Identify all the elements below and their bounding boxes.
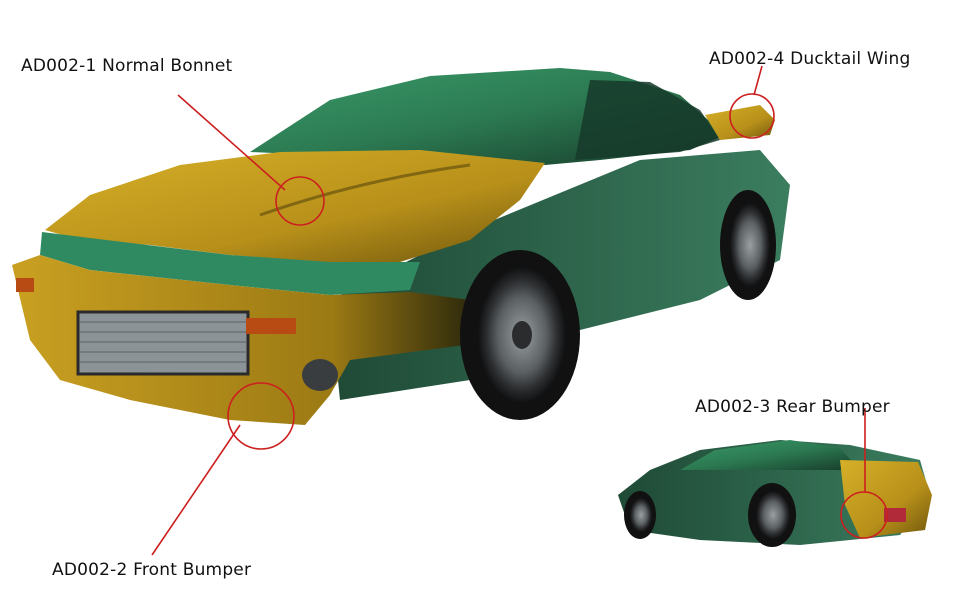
bonnet-crease: [259, 163, 471, 217]
ducktail-leader-line: [753, 65, 763, 96]
rear-car-front-wheel: [624, 491, 656, 539]
ducktail-wing-label: AD002-4 Ducktail Wing: [709, 49, 911, 69]
bonnet-leader-line: [177, 94, 286, 191]
bonnet-callout-circle: [275, 176, 325, 226]
grille: [76, 310, 250, 376]
rear-bumper-callout-circle: [840, 491, 888, 539]
front-bumper-label: AD002-2 Front Bumper: [52, 560, 252, 580]
fog-light: [302, 359, 338, 391]
bonnet: [45, 150, 545, 262]
rear-car-roof: [680, 440, 860, 470]
right-indicator: [246, 318, 296, 334]
rear-car-rear-wheel: [748, 483, 796, 547]
callouts: [151, 65, 888, 556]
rear-car-bumper: [840, 460, 932, 538]
rear-wheel: [720, 190, 776, 300]
headlight-strip: [40, 232, 420, 295]
front-bumper-leader-line: [151, 424, 241, 556]
front-wheel: [460, 250, 580, 420]
rear-view-car: [618, 440, 932, 547]
rear-car-plate: [884, 508, 906, 522]
left-indicator: [16, 278, 34, 292]
rear-bumper-label: AD002-3 Rear Bumper: [695, 397, 890, 417]
bonnet-label: AD002-1 Normal Bonnet: [21, 56, 233, 76]
front-bumper-callout-circle: [227, 382, 295, 450]
windshield-dark: [575, 80, 720, 160]
ducktail-callout-circle: [729, 93, 775, 139]
grille-slats: [80, 321, 246, 363]
main-car: [12, 68, 790, 425]
ducktail-wing: [705, 105, 775, 140]
